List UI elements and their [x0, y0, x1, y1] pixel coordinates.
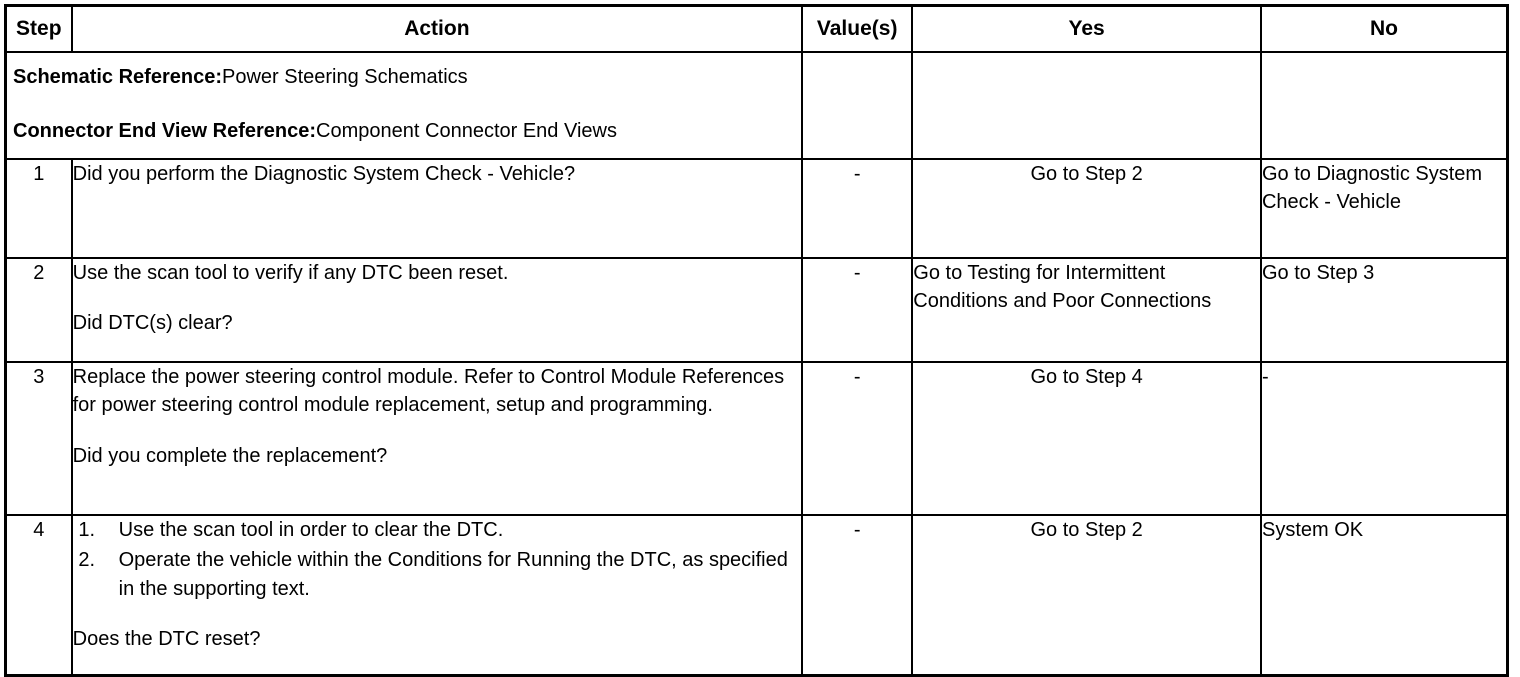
list-item: Operate the vehicle within the Condition…: [101, 546, 801, 603]
action-question: Did you complete the replacement?: [72, 444, 388, 467]
reference-value-cell: [801, 51, 914, 160]
action-paragraph: Did you perform the Diagnostic System Ch…: [72, 162, 576, 185]
action-cell: Use the scan tool in order to clear the …: [70, 513, 804, 677]
step-number: 1: [4, 157, 73, 259]
action-cell: Use the scan tool to verify if any DTC b…: [70, 256, 804, 363]
action-question: Does the DTC reset?: [72, 627, 261, 650]
value-cell: -: [801, 360, 914, 516]
action-ordered-list: Use the scan tool in order to clear the …: [73, 516, 801, 603]
value-cell: -: [801, 157, 914, 259]
no-cell: -: [1259, 360, 1509, 516]
schematic-reference-label: Schematic Reference:: [13, 66, 222, 88]
no-cell: Go to Step 3: [1259, 256, 1509, 363]
connector-end-view-reference-label: Connector End View Reference:: [13, 120, 317, 143]
reference-row: Schematic Reference:Power Steering Schem…: [4, 51, 1509, 160]
step-number: 4: [4, 513, 73, 677]
step-number: 3: [4, 360, 73, 516]
step-number: 2: [4, 256, 73, 363]
schematic-reference-value: Power Steering Schematics: [221, 66, 468, 88]
table-row: 4 Use the scan tool in order to clear th…: [4, 513, 1509, 677]
action-question: Did DTC(s) clear?: [72, 312, 233, 335]
table-row: 3 Replace the power steering control mod…: [4, 360, 1509, 516]
column-header-step: Step: [4, 4, 73, 53]
column-header-action: Action: [70, 4, 804, 53]
value-cell: -: [801, 513, 914, 677]
value-cell: -: [801, 256, 914, 363]
diagnostic-procedure-table: Step Action Value(s) Yes No Schematic Re…: [4, 4, 1509, 677]
table-row: 2 Use the scan tool to verify if any DTC…: [4, 256, 1509, 363]
reference-yes-cell: [911, 51, 1262, 160]
reference-no-cell: [1259, 51, 1509, 160]
action-cell: Did you perform the Diagnostic System Ch…: [70, 157, 804, 259]
action-paragraph: Replace the power steering control modul…: [72, 365, 785, 417]
connector-end-view-reference-line: Connector End View Reference:Component C…: [13, 117, 795, 145]
yes-cell: Go to Testing for Intermittent Condition…: [911, 256, 1262, 363]
connector-end-view-reference-value: Component Connector End Views: [316, 120, 617, 143]
no-cell: System OK: [1259, 513, 1509, 677]
no-cell: Go to Diagnostic System Check - Vehicle: [1259, 157, 1509, 259]
yes-cell: Go to Step 2: [911, 513, 1262, 677]
yes-cell: Go to Step 4: [911, 360, 1262, 516]
column-header-no: No: [1259, 4, 1509, 53]
list-item: Use the scan tool in order to clear the …: [101, 516, 801, 544]
table-header-row: Step Action Value(s) Yes No: [4, 4, 1509, 53]
action-paragraph: Use the scan tool to verify if any DTC b…: [72, 261, 509, 284]
table-row: 1 Did you perform the Diagnostic System …: [4, 157, 1509, 259]
column-header-yes: Yes: [911, 4, 1262, 53]
reference-cell: Schematic Reference:Power Steering Schem…: [4, 51, 804, 160]
schematic-reference-line: Schematic Reference:Power Steering Schem…: [13, 63, 795, 91]
column-header-value: Value(s): [801, 4, 914, 53]
action-cell: Replace the power steering control modul…: [70, 360, 804, 516]
yes-cell: Go to Step 2: [911, 157, 1262, 259]
